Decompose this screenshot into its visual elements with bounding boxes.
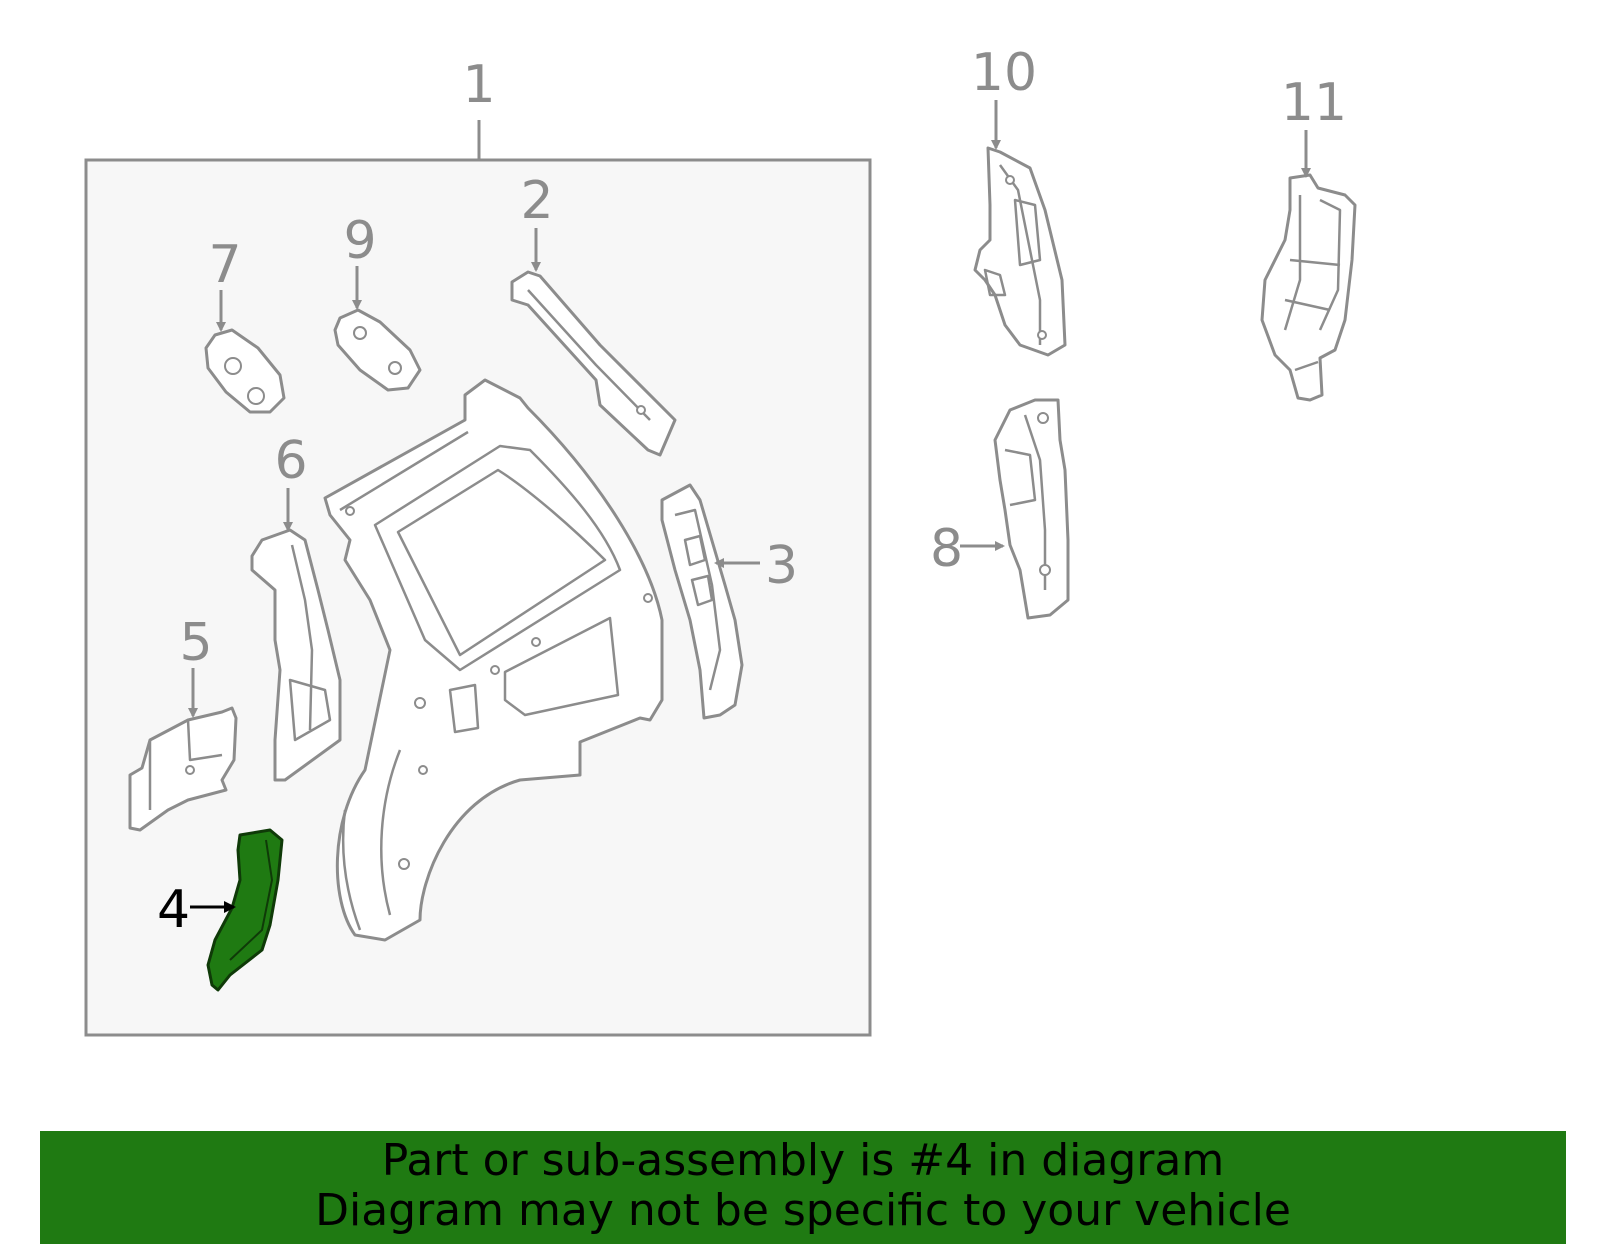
part-5-bracket	[128, 706, 238, 832]
callout-4: 4	[157, 880, 190, 940]
banner-line-2: Diagram may not be specific to your vehi…	[315, 1185, 1291, 1236]
part-6-pillar	[250, 528, 342, 782]
part-8-bracket	[993, 398, 1070, 620]
part-2-upper-rail	[510, 270, 677, 457]
callout-3: 3	[765, 536, 798, 596]
callout-1: 1	[462, 55, 495, 115]
part-4-highlighted	[206, 828, 284, 992]
callout-8: 8	[930, 519, 963, 579]
callout-6: 6	[274, 431, 307, 491]
info-banner: Part or sub-assembly is #4 in diagram Di…	[40, 1131, 1566, 1244]
callout-10: 10	[971, 43, 1037, 103]
part-7-plate	[204, 328, 286, 414]
part-10-panel	[973, 146, 1067, 357]
part-3-pillar-reinforcement	[660, 483, 744, 720]
part-9-plate	[333, 308, 422, 392]
part-1-inner-panel	[323, 378, 664, 942]
callout-11: 11	[1281, 73, 1347, 133]
callout-2: 2	[520, 171, 553, 231]
part-11-extension	[1260, 173, 1357, 402]
callout-9: 9	[343, 211, 376, 271]
callout-5: 5	[179, 613, 212, 673]
callout-7: 7	[208, 235, 241, 295]
banner-line-1: Part or sub-assembly is #4 in diagram	[381, 1135, 1225, 1186]
